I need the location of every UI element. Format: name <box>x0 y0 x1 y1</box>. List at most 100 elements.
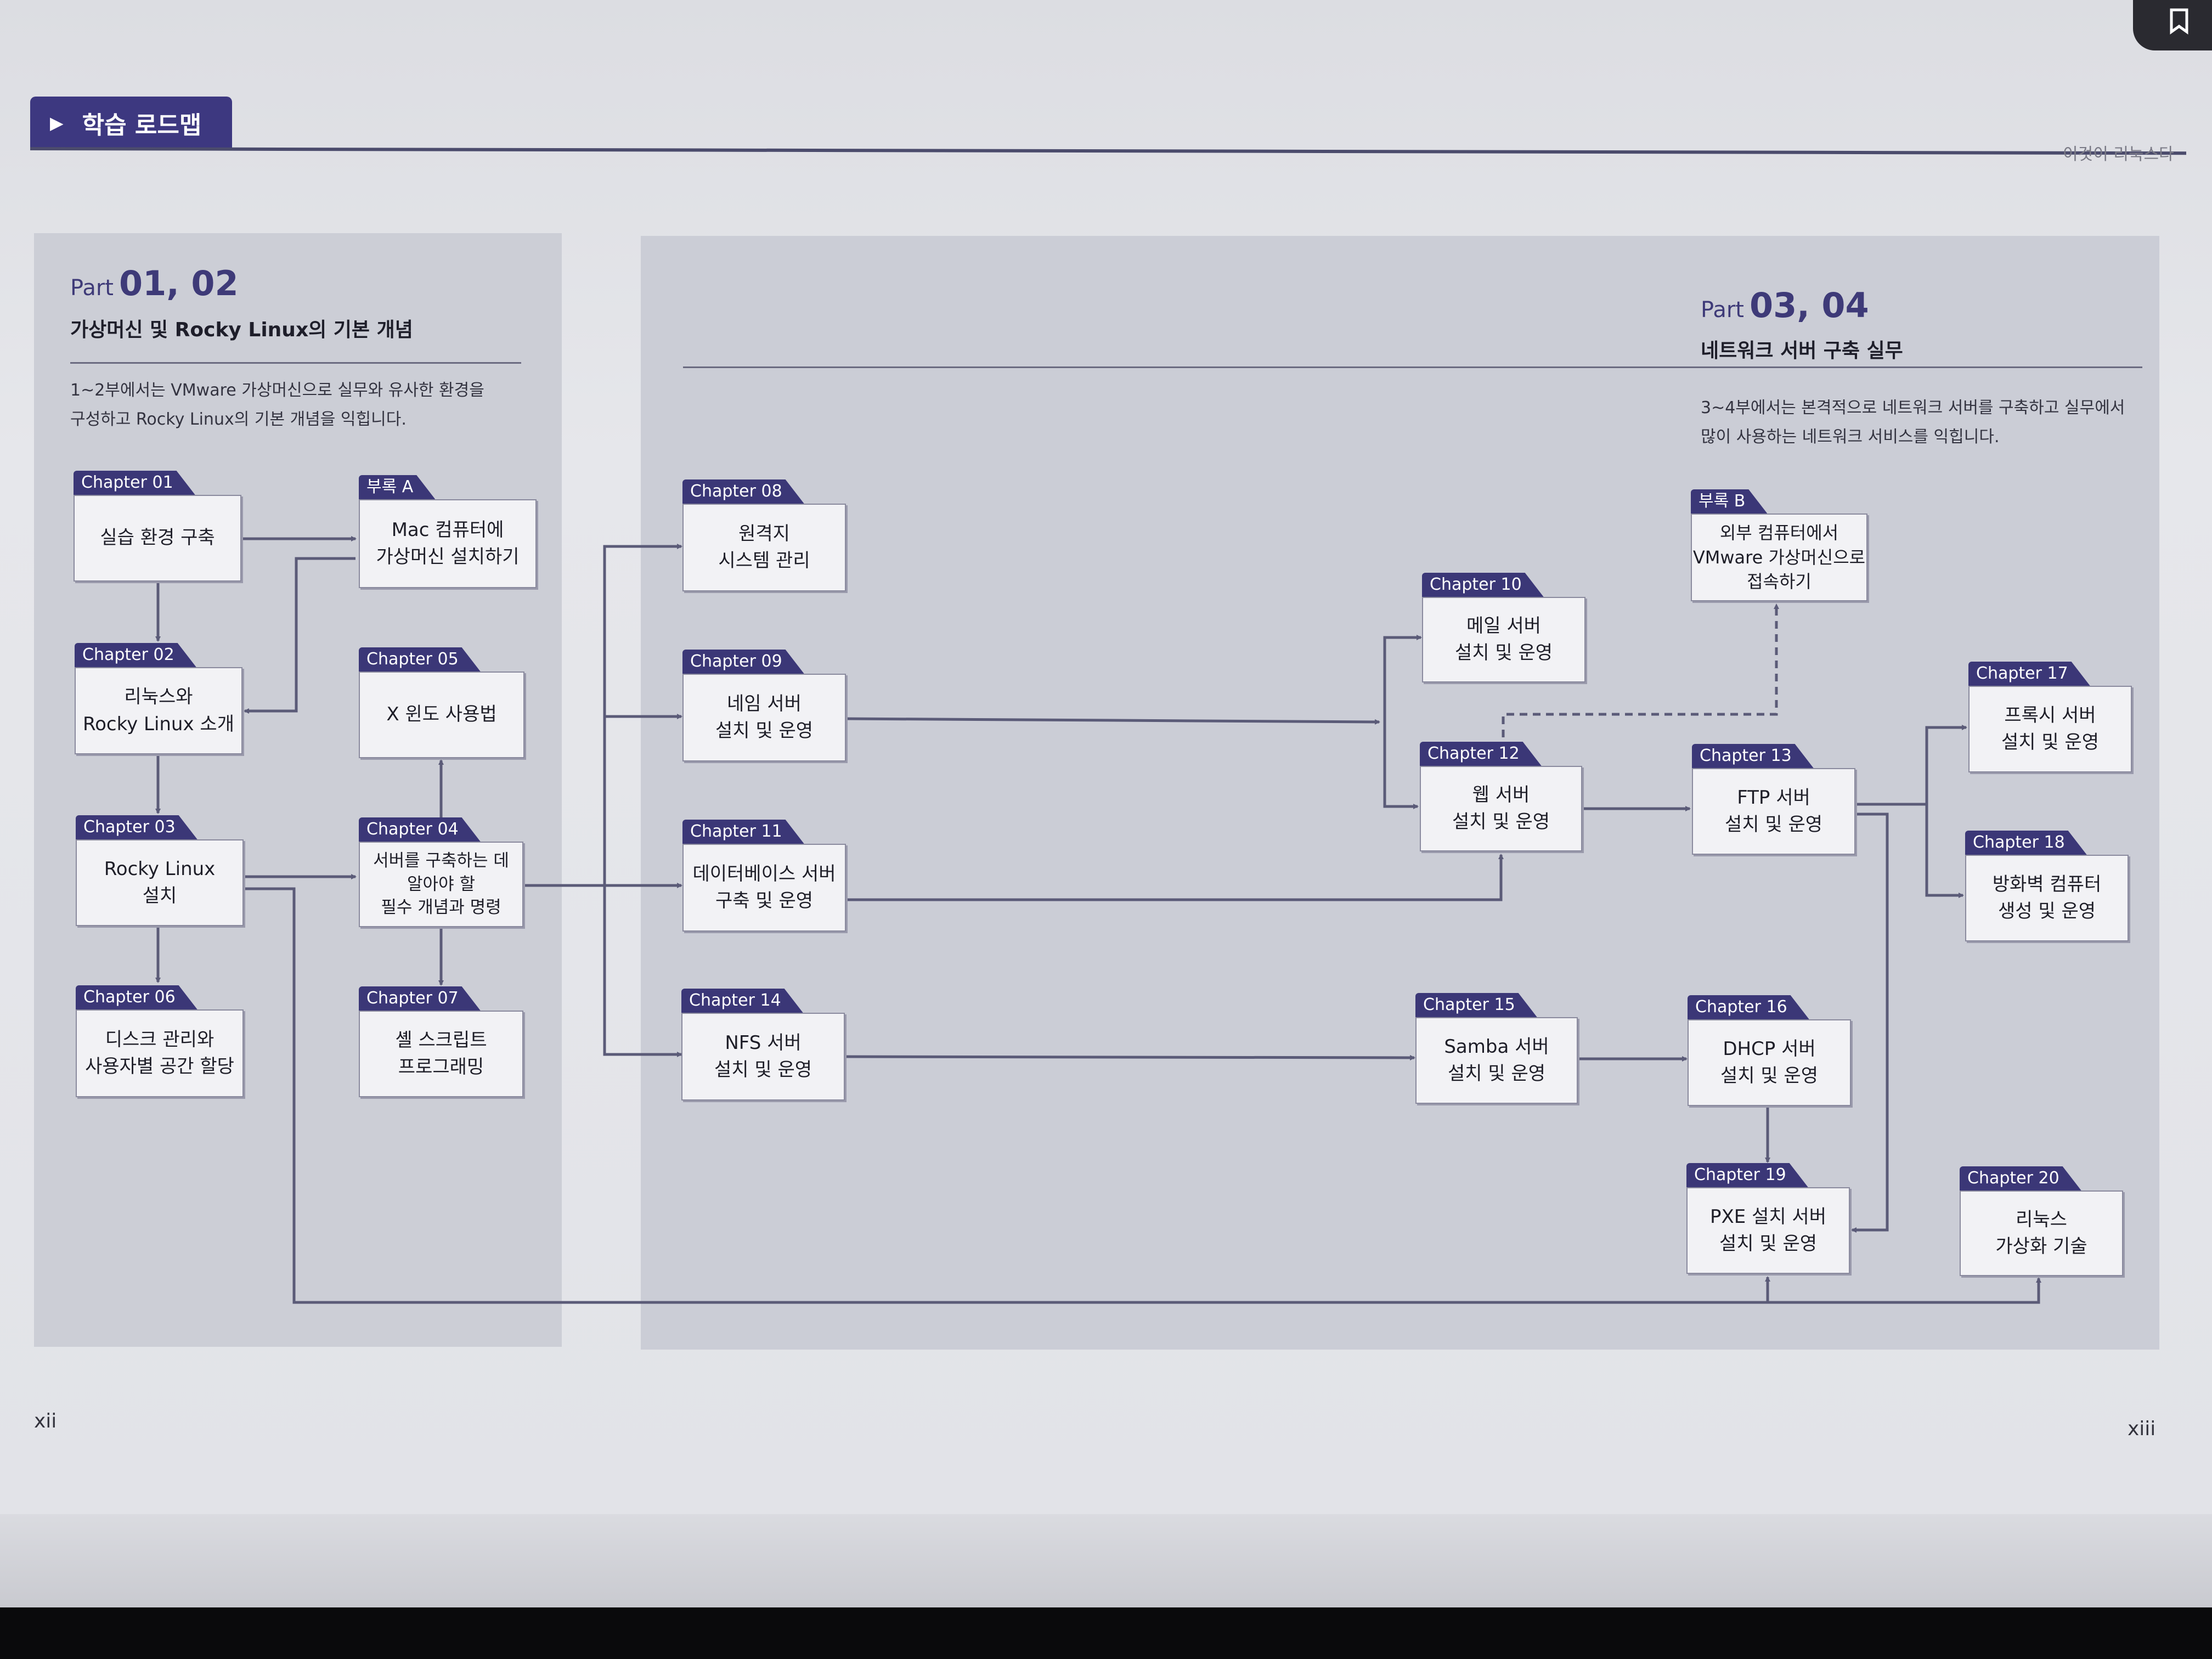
running-head: 이것이 리눅스다 <box>2063 145 2174 164</box>
node-ch18-label: 방화벽 컴퓨터 생성 및 운영 <box>1965 855 2129 941</box>
edge-ch03-ch19 <box>245 887 1770 1304</box>
node-ch06-tab: Chapter 06 <box>76 985 198 1009</box>
node-ch04[interactable]: Chapter 04 서버를 구축하는 데 알아야 할 필수 개념과 명령 <box>359 817 523 927</box>
node-ch09-label: 네임 서버 설치 및 운영 <box>682 674 846 761</box>
node-ch07-label: 셸 스크립트 프로그래밍 <box>359 1011 523 1097</box>
roadmap-title: 학습 로드맵 <box>82 111 202 139</box>
node-ch14-tab: Chapter 14 <box>681 989 803 1013</box>
node-ch02-tab: Chapter 02 <box>75 643 196 667</box>
edge-ch13-ch19 <box>1851 812 1889 1233</box>
node-ch11-label: 데이터베이스 서버 구축 및 운영 <box>682 844 846 932</box>
node-ch06-label: 디스크 관리와 사용자별 공간 할당 <box>76 1009 244 1097</box>
node-ch14-label: NFS 서버 설치 및 운영 <box>681 1013 845 1101</box>
edge-ch13-ch17 <box>1855 725 1967 806</box>
node-ch13[interactable]: Chapter 13 FTP 서버 설치 및 운영 <box>1692 744 1855 855</box>
node-appA-label: Mac 컴퓨터에 가상머신 설치하기 <box>359 499 537 588</box>
node-ch16[interactable]: Chapter 16 DHCP 서버 설치 및 운영 <box>1688 995 1851 1106</box>
node-ch13-label: FTP 서버 설치 및 운영 <box>1692 768 1855 855</box>
node-ch10[interactable]: Chapter 10 메일 서버 설치 및 운영 <box>1422 573 1585 682</box>
edge-fork-ch12 <box>1383 722 1419 809</box>
node-ch13-tab: Chapter 13 <box>1692 744 1814 768</box>
node-ch12-label: 웹 서버 설치 및 운영 <box>1420 766 1582 851</box>
node-ch19[interactable]: Chapter 19 PXE 설치 서버 설치 및 운영 <box>1686 1163 1850 1274</box>
edge-appA-ch02 <box>244 557 356 714</box>
node-ch08-label: 원격지 시스템 관리 <box>682 504 846 591</box>
part-01-02-subtitle: 가상머신 및 Rocky Linux의 기본 개념 <box>70 319 413 341</box>
node-ch07[interactable]: Chapter 07 셸 스크립트 프로그래밍 <box>359 986 523 1097</box>
node-ch10-label: 메일 서버 설치 및 운영 <box>1422 597 1585 682</box>
node-ch04-label: 서버를 구축하는 데 알아야 할 필수 개념과 명령 <box>359 842 523 927</box>
node-appB-label: 외부 컴퓨터에서 VMware 가상머신으로 접속하기 <box>1691 514 1867 601</box>
part-03-04-panel <box>641 236 2159 1350</box>
triangle-right-icon: ▶ <box>50 112 64 133</box>
edge-ch11-ch12 <box>845 854 1504 901</box>
node-ch20-label: 리눅스 가상화 기술 <box>1960 1190 2123 1276</box>
node-ch03[interactable]: Chapter 03 Rocky Linux 설치 <box>76 815 244 926</box>
node-ch14[interactable]: Chapter 14 NFS 서버 설치 및 운영 <box>681 989 845 1101</box>
node-ch08[interactable]: Chapter 08 원격지 시스템 관리 <box>682 479 846 591</box>
node-ch01[interactable]: Chapter 01 실습 환경 구축 <box>74 471 241 582</box>
part-01-02-panel <box>34 233 562 1347</box>
node-ch05-label: X 윈도 사용법 <box>359 672 524 758</box>
node-ch18-tab: Chapter 18 <box>1965 831 2087 855</box>
edge-ch09-ch10 <box>844 717 1380 725</box>
node-ch12[interactable]: Chapter 12 웹 서버 설치 및 운영 <box>1420 742 1582 851</box>
node-appB[interactable]: 부록 B 외부 컴퓨터에서 VMware 가상머신으로 접속하기 <box>1691 489 1867 601</box>
edge-ch13-ch18 <box>1925 804 1964 898</box>
node-ch17[interactable]: Chapter 17 프록시 서버 설치 및 운영 <box>1968 662 2132 772</box>
node-ch17-label: 프록시 서버 설치 및 운영 <box>1968 686 2132 772</box>
node-ch01-label: 실습 환경 구축 <box>74 495 241 582</box>
part-01-02-rule <box>70 362 521 364</box>
node-ch19-label: PXE 설치 서버 설치 및 운영 <box>1686 1187 1850 1274</box>
node-ch03-tab: Chapter 03 <box>76 815 198 839</box>
edge-ch12-appB-dashed <box>1502 603 1779 764</box>
bookmark-icon[interactable] <box>2133 0 2212 50</box>
node-appA-tab: 부록 A <box>359 475 435 499</box>
node-ch07-tab: Chapter 07 <box>359 986 481 1011</box>
folio-left: xii <box>34 1410 57 1432</box>
folio-right: xiii <box>2128 1418 2156 1440</box>
node-ch20-tab: Chapter 20 <box>1960 1166 2081 1190</box>
node-ch01-tab: Chapter 01 <box>74 471 195 495</box>
node-ch19-tab: Chapter 19 <box>1686 1163 1808 1187</box>
node-ch04-tab: Chapter 04 <box>359 817 481 842</box>
node-ch08-tab: Chapter 08 <box>682 479 804 504</box>
node-ch02-label: 리눅스와 Rocky Linux 소개 <box>75 667 242 754</box>
part-03-04-rule <box>683 366 2142 368</box>
node-ch15-tab: Chapter 15 <box>1415 993 1537 1017</box>
node-appA[interactable]: 부록 A Mac 컴퓨터에 가상머신 설치하기 <box>359 475 537 588</box>
edge-ch10-fork <box>1383 635 1422 722</box>
node-ch10-tab: Chapter 10 <box>1422 573 1544 597</box>
edge-ch14-ch15 <box>844 1054 1415 1060</box>
part-03-04-subtitle: 네트워크 서버 구축 실무 <box>1701 340 1903 362</box>
node-ch09-tab: Chapter 09 <box>682 650 804 674</box>
node-ch06[interactable]: Chapter 06 디스크 관리와 사용자별 공간 할당 <box>76 985 244 1097</box>
node-ch09[interactable]: Chapter 09 네임 서버 설치 및 운영 <box>682 650 846 761</box>
screen-bottom-edge <box>0 1514 2212 1607</box>
node-ch20[interactable]: Chapter 20 리눅스 가상화 기술 <box>1960 1166 2123 1276</box>
edge-ch03-ch20 <box>1768 1277 2041 1304</box>
node-ch03-label: Rocky Linux 설치 <box>76 839 244 926</box>
device-bezel <box>0 1607 2212 1659</box>
part-01-02-description: 1~2부에서는 VMware 가상머신으로 실무와 유사한 환경을 구성하고 R… <box>70 381 484 429</box>
node-ch16-label: DHCP 서버 설치 및 운영 <box>1688 1019 1851 1106</box>
edge-bus-ch14 <box>603 885 682 1057</box>
node-ch15-label: Samba 서버 설치 및 운영 <box>1415 1017 1578 1104</box>
node-appB-tab: 부록 B <box>1691 489 1767 514</box>
edge-bus-ch08 <box>603 544 682 885</box>
node-ch02[interactable]: Chapter 02 리눅스와 Rocky Linux 소개 <box>75 643 242 754</box>
node-ch15[interactable]: Chapter 15 Samba 서버 설치 및 운영 <box>1415 993 1578 1104</box>
node-ch11[interactable]: Chapter 11 데이터베이스 서버 구축 및 운영 <box>682 820 846 932</box>
node-ch16-tab: Chapter 16 <box>1688 995 1809 1019</box>
part-03-04-description: 3~4부에서는 본격적으로 네트워크 서버를 구축하고 실무에서 많이 사용하는… <box>1701 398 2125 447</box>
node-ch05-tab: Chapter 05 <box>359 647 481 672</box>
node-ch18[interactable]: Chapter 18 방화벽 컴퓨터 생성 및 운영 <box>1965 831 2129 941</box>
roadmap-header-tab: ▶ 학습 로드맵 <box>30 97 232 149</box>
node-ch17-tab: Chapter 17 <box>1968 662 2090 686</box>
node-ch05[interactable]: Chapter 05 X 윈도 사용법 <box>359 647 524 758</box>
node-ch12-tab: Chapter 12 <box>1420 742 1542 766</box>
node-ch11-tab: Chapter 11 <box>682 820 804 844</box>
